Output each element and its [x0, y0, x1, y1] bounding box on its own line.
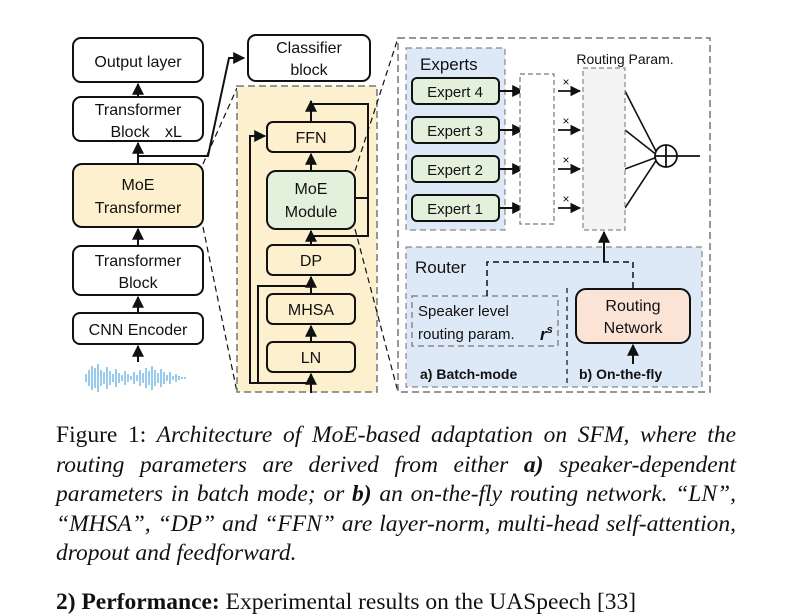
moe-module-line2: Module — [285, 204, 338, 221]
caption-bold-a: a) — [523, 451, 544, 478]
speaker-routing-box — [411, 295, 559, 347]
classifier-line1: Classifier — [276, 40, 342, 57]
expert-label: Expert 4 — [427, 84, 483, 101]
mode-b-label: b) On-the-fly — [579, 366, 662, 382]
caption-part-1: Architecture of MoE-based adaptation on … — [56, 422, 736, 478]
speaker-line2: routing param. — [418, 326, 515, 343]
sum-input-line — [624, 156, 657, 170]
figure-caption: Figure 1: Architecture of MoE-based adap… — [56, 421, 736, 569]
dp-label: DP — [300, 253, 322, 270]
classifier-line2: block — [290, 62, 328, 79]
expert-box — [411, 116, 500, 144]
ffn-box — [266, 121, 356, 153]
multiply-sign: × — [562, 114, 569, 128]
left-stack: Output layer Transformer Block xL MoE Tr… — [72, 37, 246, 392]
transformer-block-top-box — [72, 96, 204, 142]
routing-network-line1: Routing — [605, 298, 660, 315]
caption-bold-b: b) — [352, 481, 372, 507]
ln-label: LN — [301, 350, 321, 367]
next-paragraph-text: Experimental results on the UASpeech [33… — [219, 589, 637, 615]
caption-part-2: speaker-dependent parameters in batch mo… — [56, 451, 736, 508]
moe-transformer-box — [72, 163, 204, 228]
multiply-sign: × — [562, 192, 569, 206]
expert-box — [411, 155, 500, 183]
moe-transformer-line1: MoE — [122, 177, 155, 194]
transformer-block-line1: Transformer — [95, 253, 182, 270]
activations-box — [519, 73, 555, 225]
expert-box — [411, 194, 500, 222]
expert-label: Expert 1 — [427, 201, 483, 218]
multiply-sign: × — [562, 75, 569, 89]
ffn-label: FFN — [295, 130, 326, 147]
routing-param-title: Routing Param. — [576, 51, 673, 67]
router-title: Router — [415, 258, 466, 277]
transformer-block-top-line1: Transformer — [95, 102, 182, 119]
expert-label: Expert 3 — [427, 123, 483, 140]
caption-part-3: an on-the-fly routing network. “LN”, “MH… — [56, 481, 736, 566]
speaker-line1: Speaker level — [418, 303, 509, 320]
sum-input-line — [624, 90, 657, 152]
architecture-diagram: Output layer Transformer Block xL MoE Tr… — [72, 34, 711, 393]
waveform-icon — [85, 364, 186, 392]
routing-network-line2: Network — [604, 320, 664, 337]
mhsa-label: MHSA — [288, 302, 335, 319]
routing-param-column — [582, 67, 626, 231]
cnn-encoder-label: CNN Encoder — [89, 322, 188, 339]
mode-a-label: a) Batch-mode — [420, 366, 517, 382]
routing-network-box — [575, 288, 691, 344]
output-layer-box — [72, 37, 204, 83]
transformer-block-box — [72, 245, 204, 296]
mhsa-box — [266, 293, 356, 325]
moe-transformer-detail: FFN MoE Module DP MHSA LN — [236, 85, 378, 393]
expert-label: Expert 2 — [427, 162, 483, 179]
moe-transformer-line2: Transformer — [95, 200, 182, 217]
dp-box — [266, 244, 356, 276]
next-paragraph-heading: 2) Performance: — [56, 589, 220, 615]
moe-module-box — [266, 170, 356, 230]
caption-label: Figure 1: — [56, 422, 147, 448]
speaker-symbol: rs — [540, 324, 553, 344]
repeat-label: xL — [165, 124, 182, 141]
sum-icon — [654, 144, 678, 168]
output-layer-label: Output layer — [94, 54, 182, 71]
ln-box — [266, 341, 356, 373]
sum-input-line — [624, 129, 657, 156]
expert-box — [411, 77, 500, 105]
classifier-block-box — [247, 34, 371, 82]
transformer-block-line2: Block — [118, 275, 158, 292]
experts-title: Experts — [420, 55, 478, 74]
moe-module-line1: MoE — [295, 181, 328, 198]
cnn-encoder-box — [72, 312, 204, 345]
multiply-sign: × — [562, 153, 569, 167]
next-paragraph: 2) Performance: Experimental results on … — [56, 588, 756, 616]
transformer-block-top-line2: Block — [110, 124, 150, 141]
sum-input-line — [624, 160, 657, 209]
